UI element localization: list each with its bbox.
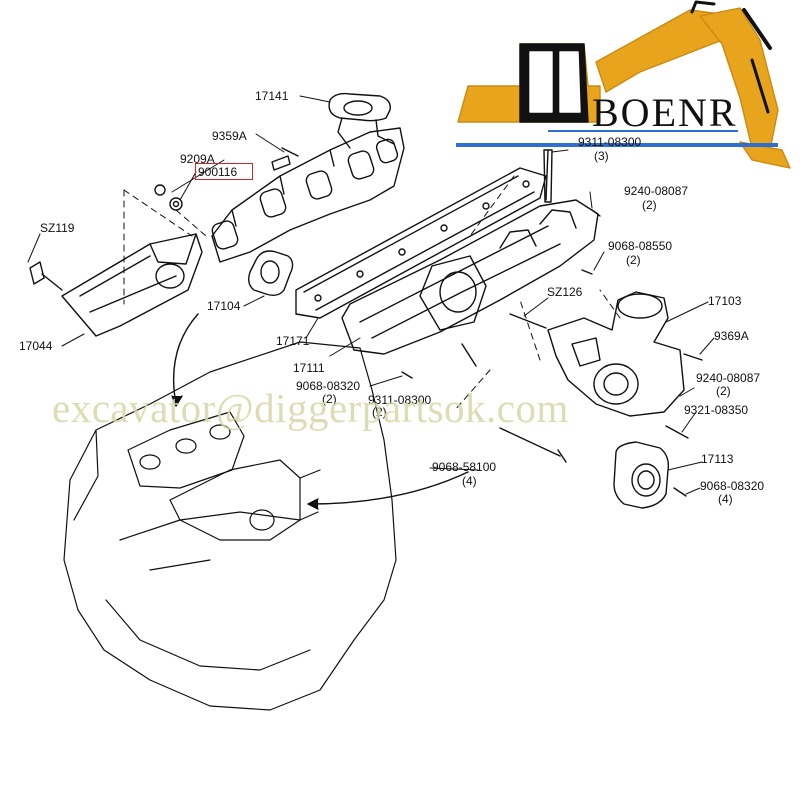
label-17113: 17113	[701, 452, 734, 466]
label-9068-08320-a: 9068-08320	[296, 379, 361, 393]
label-9311-08300-b: 9311-08300	[578, 135, 642, 149]
qty-9311-08300-a: (2)	[372, 405, 387, 419]
bolts-drawing	[281, 147, 703, 497]
label-9240-08087-b: 9240-08087	[696, 371, 761, 385]
label-9209a: 9209A	[180, 152, 215, 166]
exhaust-manifold-drawing	[211, 92, 405, 263]
throttle-body-drawing	[613, 441, 670, 509]
qty-9068-08550: (2)	[626, 253, 641, 267]
leader-lines	[27, 95, 715, 495]
reference-lines	[123, 175, 621, 411]
label-9321-08350: 9321-08350	[684, 403, 749, 417]
qty-9240-08087-b: (2)	[716, 384, 731, 398]
label-17103: 17103	[708, 294, 742, 308]
label-9240-08087-a: 9240-08087	[624, 184, 689, 198]
label-9311-08300-a: 9311-08300	[368, 393, 432, 407]
highlight-box	[195, 163, 253, 180]
brand-logo-text: BOENR	[592, 90, 738, 135]
manifold-gasket-drawing	[247, 250, 294, 297]
excavator-logo	[456, 0, 791, 169]
qty-9068-58100: (4)	[462, 474, 477, 488]
intake-gasket-drawing	[295, 167, 547, 319]
label-17111: 17111	[293, 361, 325, 375]
callout-arrows	[171, 313, 469, 510]
qty-9068-08320-b: (4)	[718, 492, 733, 506]
label-17171: 17171	[276, 334, 310, 348]
label-17104: 17104	[207, 299, 241, 313]
engine-outline-drawing	[63, 341, 397, 711]
label-900116: 900116	[198, 165, 238, 179]
watermark-email: excavator@diggerpartsok.com	[52, 385, 569, 431]
qty-9068-08320-a: (2)	[322, 392, 337, 406]
label-9359a: 9359A	[212, 129, 247, 143]
label-17141: 17141	[255, 89, 289, 103]
qty-9240-08087-a: (2)	[642, 198, 657, 212]
label-9068-58100: 9068-58100	[432, 460, 497, 474]
heat-shield-drawing	[29, 233, 203, 337]
label-9369a: 9369A	[714, 329, 749, 343]
label-sz119: SZ119	[40, 221, 75, 235]
qty-9311-08300-b: (3)	[594, 149, 609, 163]
label-9068-08550: 9068-08550	[608, 239, 673, 253]
label-17044: 17044	[19, 339, 53, 353]
label-sz126: SZ126	[547, 285, 583, 299]
intake-manifold-drawing	[341, 149, 599, 355]
intake-housing-drawing	[547, 291, 685, 417]
label-9068-08320-b: 9068-08320	[700, 479, 765, 493]
